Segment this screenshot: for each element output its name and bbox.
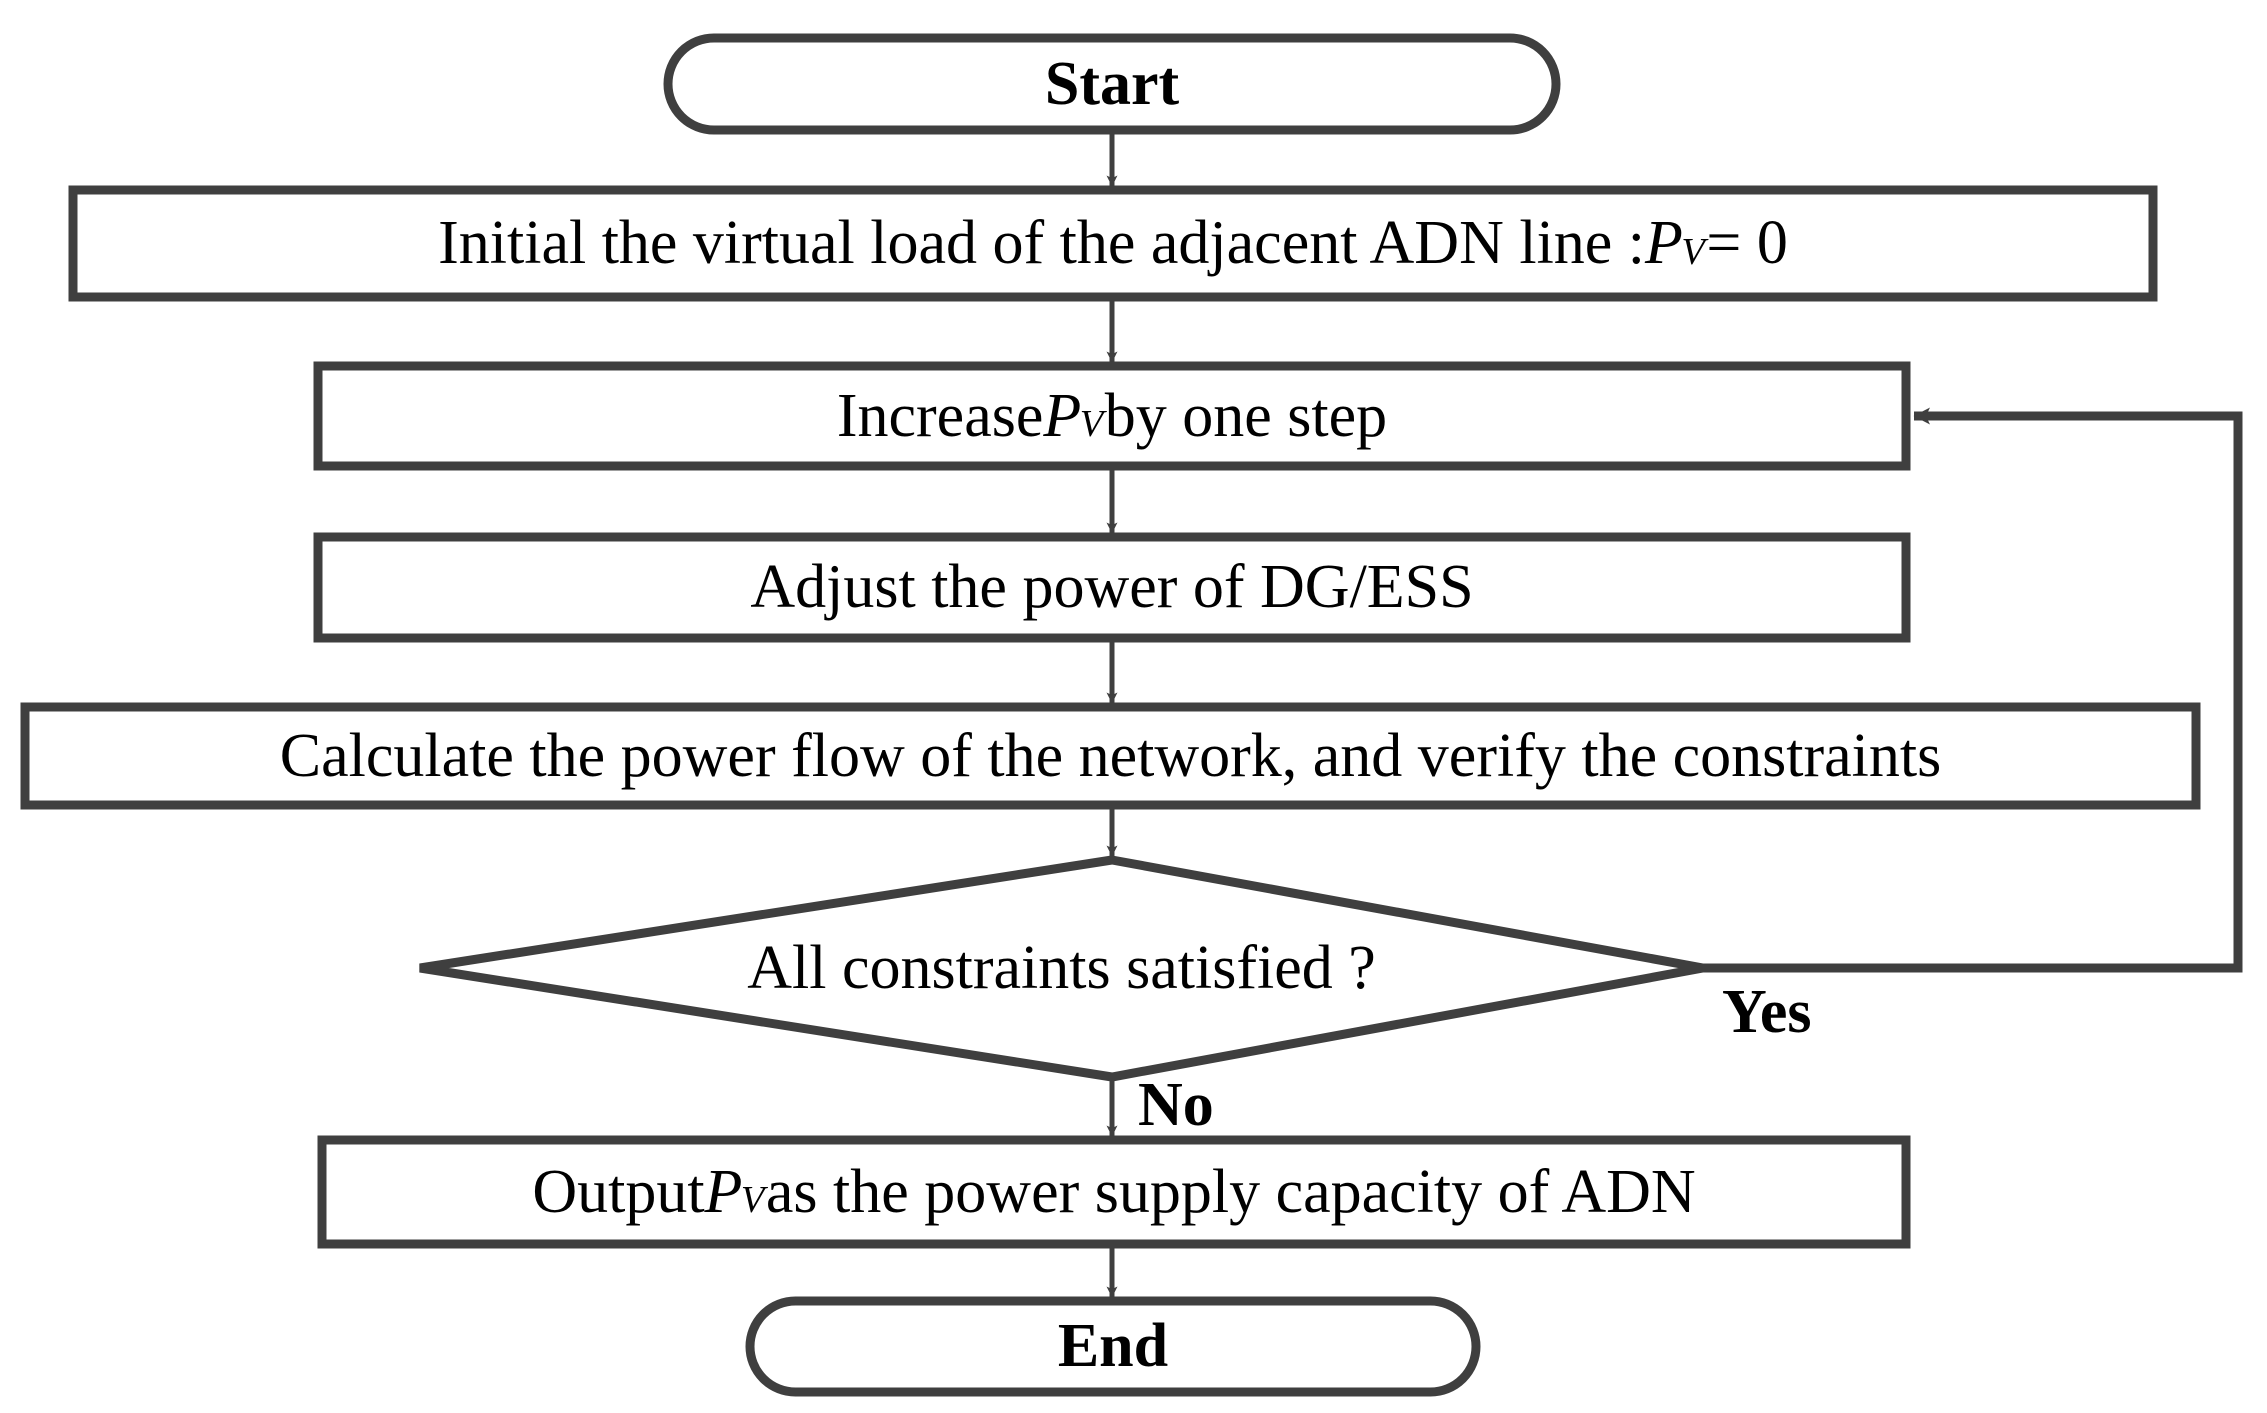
initial-process-shape bbox=[68, 185, 2158, 302]
increase-process-node[interactable] bbox=[318, 366, 1906, 466]
calculate-process-node[interactable] bbox=[25, 707, 2196, 805]
adjust-process-shape bbox=[313, 532, 1911, 643]
start-terminator[interactable] bbox=[668, 38, 1556, 130]
decision-diamond-node[interactable] bbox=[420, 860, 1703, 1077]
connector-decision-yes-feedback bbox=[1703, 407, 2243, 973]
output-process-node[interactable] bbox=[322, 1140, 1906, 1244]
adjust-process-node[interactable] bbox=[318, 537, 1906, 638]
end-terminator[interactable] bbox=[750, 1301, 1476, 1392]
increase-process-shape bbox=[313, 361, 1911, 471]
output-process-shape bbox=[317, 1135, 1911, 1249]
initial-process-node[interactable] bbox=[73, 190, 2153, 297]
end-terminator-shape bbox=[745, 1296, 1481, 1397]
